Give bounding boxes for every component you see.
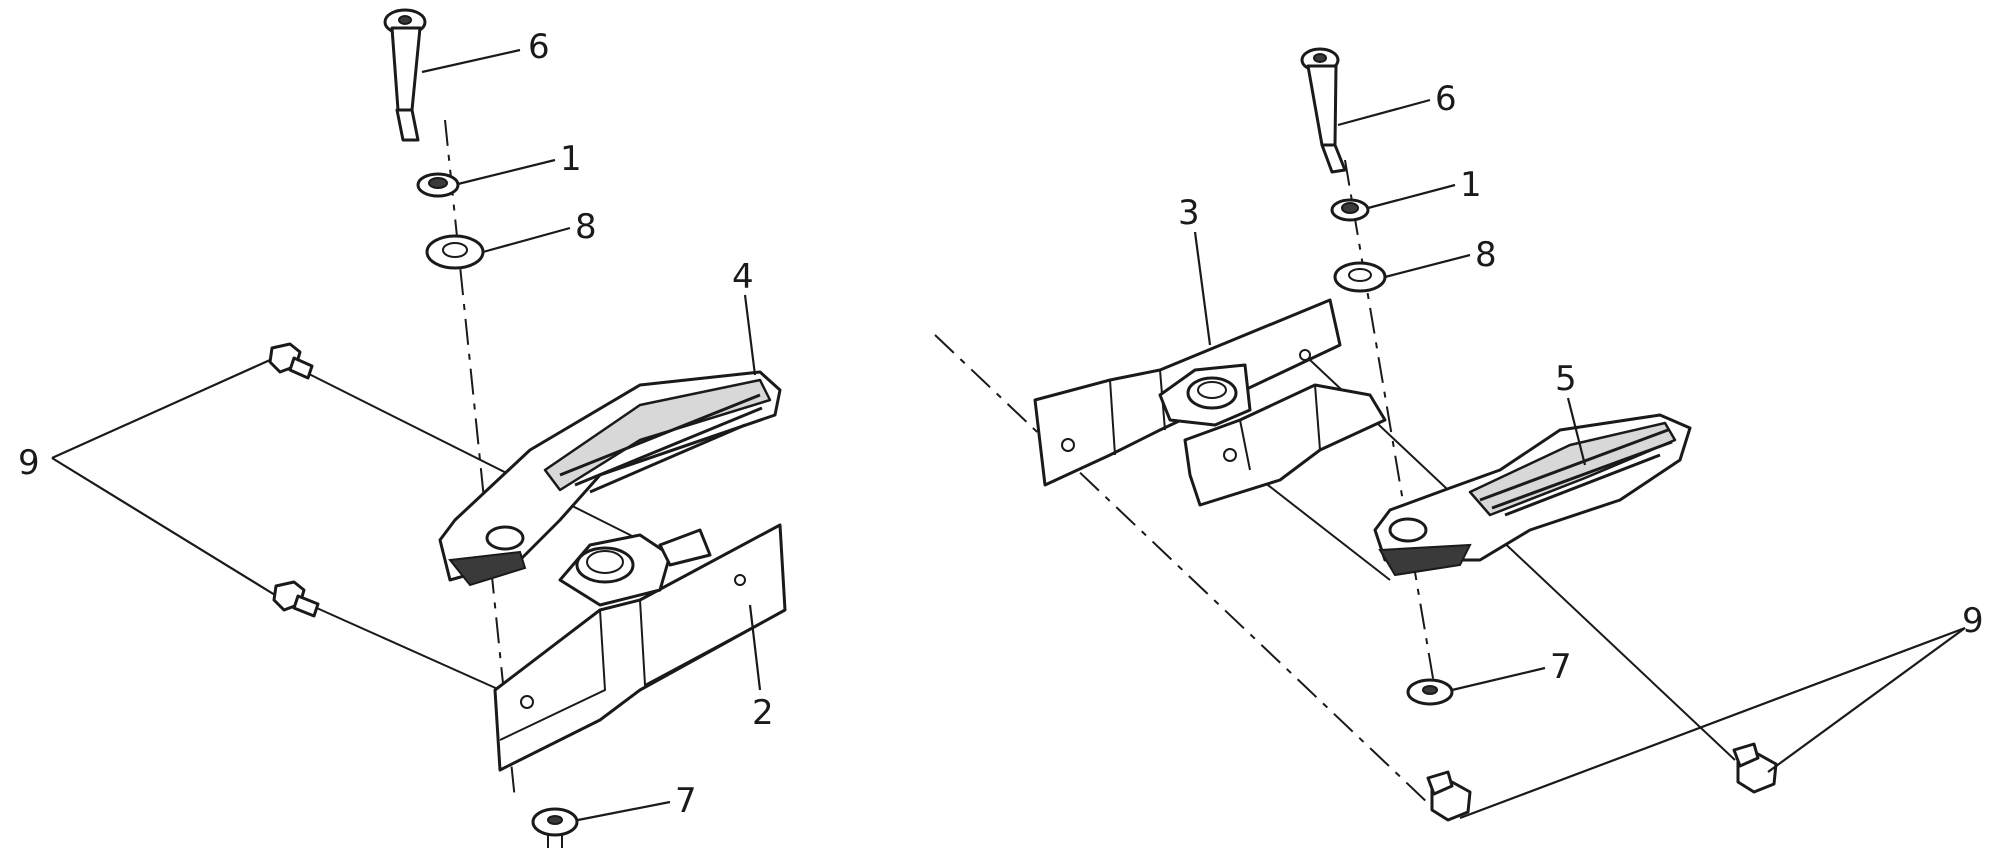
left-leader-4 [743,294,757,376]
right-callout-3: 3 [1178,193,1200,233]
left-leader-8 [482,226,571,254]
left-upper-bolt-axis [304,371,681,561]
right-assembly: 6 1 8 3 5 7 9 [934,47,1984,822]
left-leader-6 [421,48,521,74]
left-washer-part-8 [425,234,485,270]
left-callout-4: 4 [732,257,754,297]
right-leader-5 [1566,397,1587,466]
left-pin-part-6 [383,8,427,142]
left-callout-8: 8 [575,207,597,247]
right-washer-part-8 [1333,261,1387,293]
right-leader-7 [1451,666,1546,692]
right-leader-9a [1459,626,1966,820]
right-footrest-part-5 [1373,413,1692,577]
right-callout-1: 1 [1460,165,1482,205]
right-bolt-axis [1309,359,1736,761]
right-lower-bolt-part-9 [1426,770,1472,822]
left-leader-9a [51,358,271,460]
left-leader-2 [748,604,762,691]
right-bracket-part-3 [1033,298,1387,507]
left-lower-bolt-part-9 [272,580,320,618]
left-leader-7 [577,800,671,822]
left-upper-bolt-part-9 [268,342,314,380]
right-callout-6: 6 [1435,79,1457,119]
right-leader-3 [1193,231,1212,346]
right-callout-8: 8 [1475,235,1497,275]
left-callout-2: 2 [752,693,774,733]
left-clip-part-1 [416,172,460,198]
left-assembly: 6 1 8 4 9 2 7 [18,8,787,848]
right-callout-5: 5 [1555,359,1577,399]
left-lower-bolt-axis [309,604,501,691]
right-callout-9: 9 [1962,601,1984,641]
right-nut-part-7 [1406,678,1454,706]
left-callout-9: 9 [18,443,40,483]
left-footrest-part-4 [438,370,782,587]
right-upper-bolt-part-9 [1732,742,1778,794]
left-callout-1: 1 [560,139,582,179]
right-leader-9b [1767,627,1966,773]
left-callout-6: 6 [528,27,550,67]
left-leader-1 [457,158,556,186]
right-pin-axis [1344,159,1436,691]
left-nut-part-7 [531,807,579,848]
right-pin-part-6 [1300,47,1347,174]
right-leader-6 [1337,98,1431,127]
left-bracket-part-2 [493,523,787,772]
right-clip-part-1 [1330,198,1370,222]
left-leader-9b [51,457,276,596]
right-leader-1 [1367,183,1456,210]
right-callout-7: 7 [1550,647,1572,687]
right-long-axis [934,334,1431,806]
right-leader-8 [1384,253,1471,279]
left-callout-7: 7 [675,781,697,821]
